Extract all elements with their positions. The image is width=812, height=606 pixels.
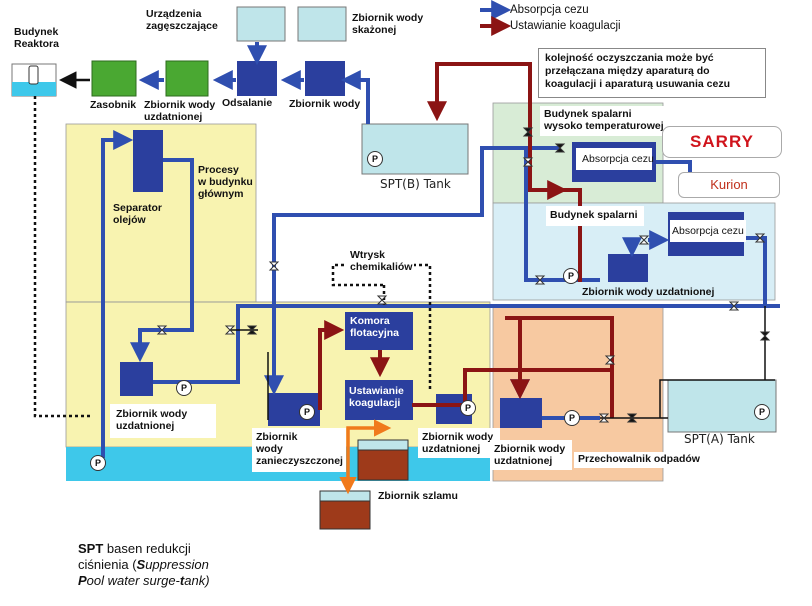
incinerator-label: Budynek spalarni	[550, 209, 638, 221]
storage-tank	[91, 60, 137, 97]
treated-right-label: Zbiornik wody uzdatnionej	[494, 443, 566, 467]
pump-treated-right: P	[564, 410, 580, 426]
chem-injection-box	[344, 246, 414, 280]
cesium-2-label: Absorpcja cezu	[672, 225, 744, 237]
note-ank: ank)	[184, 573, 210, 588]
water-tank-label: Zbiornik wody	[289, 98, 361, 110]
chem-injection-label: Wtrysk chemikaliów	[350, 249, 413, 273]
dotted-lines	[33, 96, 432, 418]
cesium-1-label: Absorpcja cezu	[582, 153, 654, 165]
note-uppression: uppression	[145, 557, 209, 572]
note-s: S	[136, 557, 146, 572]
legend-coagulation: Ustawianie koagulacji	[510, 20, 621, 32]
reactor-core	[28, 65, 39, 85]
treated-left-box	[110, 404, 216, 438]
spt-note: SPT basen redukcji ciśnienia (Suppressio…	[78, 541, 268, 589]
pump-treated-left: P	[176, 380, 192, 396]
oil-separator-label: Separator olejów	[113, 202, 163, 226]
treated-incin-label: Zbiornik wody uzdatnionej	[582, 286, 715, 298]
thickening-unit	[236, 6, 286, 42]
treated-mid-box	[418, 428, 500, 458]
coagulation-unit-label: Ustawianie koagulacji	[349, 385, 404, 409]
oil-separator-unit	[133, 130, 163, 192]
reactor-label: Budynek Reaktora	[14, 26, 59, 50]
note-t: t	[179, 573, 185, 588]
kurion-badge: Kurion	[678, 172, 780, 198]
uncleaned-label: Zbiornik wody zanieczyszczonej	[256, 431, 343, 467]
uncleaned-box	[252, 428, 346, 472]
pump-incin: P	[563, 268, 579, 284]
legend-cesium: Absorpcja cezu	[510, 4, 589, 16]
ht-incinerator-label: Budynek spalarni wysoko temperaturowej	[544, 108, 664, 132]
note-line2: ciśnienia (	[78, 557, 137, 572]
sarry-badge: SARRY	[662, 126, 782, 158]
waste-storage-label: Przechowalnik odpadów	[578, 453, 700, 465]
desalination-label: Odsalanie	[222, 97, 273, 109]
coagulation-unit	[345, 380, 413, 420]
contaminated-label: Zbiornik wody skażonej	[352, 12, 424, 36]
note-title: SPT	[78, 541, 104, 556]
sludge-lower-top	[319, 490, 371, 502]
treated-mid-label: Zbiornik wody uzdatnionej	[422, 431, 494, 455]
pump-spt-a: P	[754, 404, 770, 420]
cesium-2-box	[670, 220, 746, 242]
sludge-upper-top	[357, 439, 409, 451]
thickening-label: Urządzenia zagęszczające	[146, 8, 218, 32]
reactor-water	[12, 82, 56, 96]
treated-left-unit	[120, 362, 153, 396]
contaminated-tank	[297, 6, 347, 42]
treated-incin-unit	[608, 254, 648, 282]
note-line1: basen redukcji	[103, 541, 191, 556]
flotation-unit	[345, 312, 413, 350]
top-blue-flow	[138, 42, 370, 124]
treated-top-label: Zbiornik wody uzdatnionej	[144, 99, 216, 123]
pump-treated-mid: P	[460, 400, 476, 416]
incinerator-box	[546, 206, 644, 226]
processes-label: Procesy w budynku głównym	[198, 164, 253, 200]
spt-b-label: SPT(B) Tank	[380, 177, 451, 191]
pump-pool: P	[90, 455, 106, 471]
red-flow	[318, 62, 614, 418]
ht-incinerator-box	[540, 106, 672, 136]
spt-b-tank	[361, 123, 469, 175]
valves	[156, 127, 771, 423]
spt-a-label: SPT(A) Tank	[684, 432, 755, 446]
pump-uncleaned: P	[299, 404, 315, 420]
cesium-1-box	[576, 148, 652, 170]
orange-flow	[339, 419, 392, 495]
sludge-label: Zbiornik szlamu	[378, 490, 458, 502]
desalination-unit	[237, 61, 277, 96]
water-tank-unit	[305, 61, 345, 96]
sequence-callout: kolejność oczyszczania może być przełącz…	[538, 48, 766, 98]
pump-spt-b: P	[367, 151, 383, 167]
storage-label: Zasobnik	[90, 99, 137, 111]
note-p: P	[78, 573, 87, 588]
waste-storage-box	[574, 452, 714, 468]
treated-left-label: Zbiornik wody uzdatnionej	[116, 408, 188, 432]
note-pool: ool water surge-	[86, 573, 180, 588]
treated-right-box	[490, 440, 572, 470]
treated-right-unit	[500, 398, 542, 428]
treated-top-tank	[165, 60, 209, 97]
black-connections	[230, 306, 775, 420]
flotation-label: Komora flotacyjna	[350, 315, 400, 339]
